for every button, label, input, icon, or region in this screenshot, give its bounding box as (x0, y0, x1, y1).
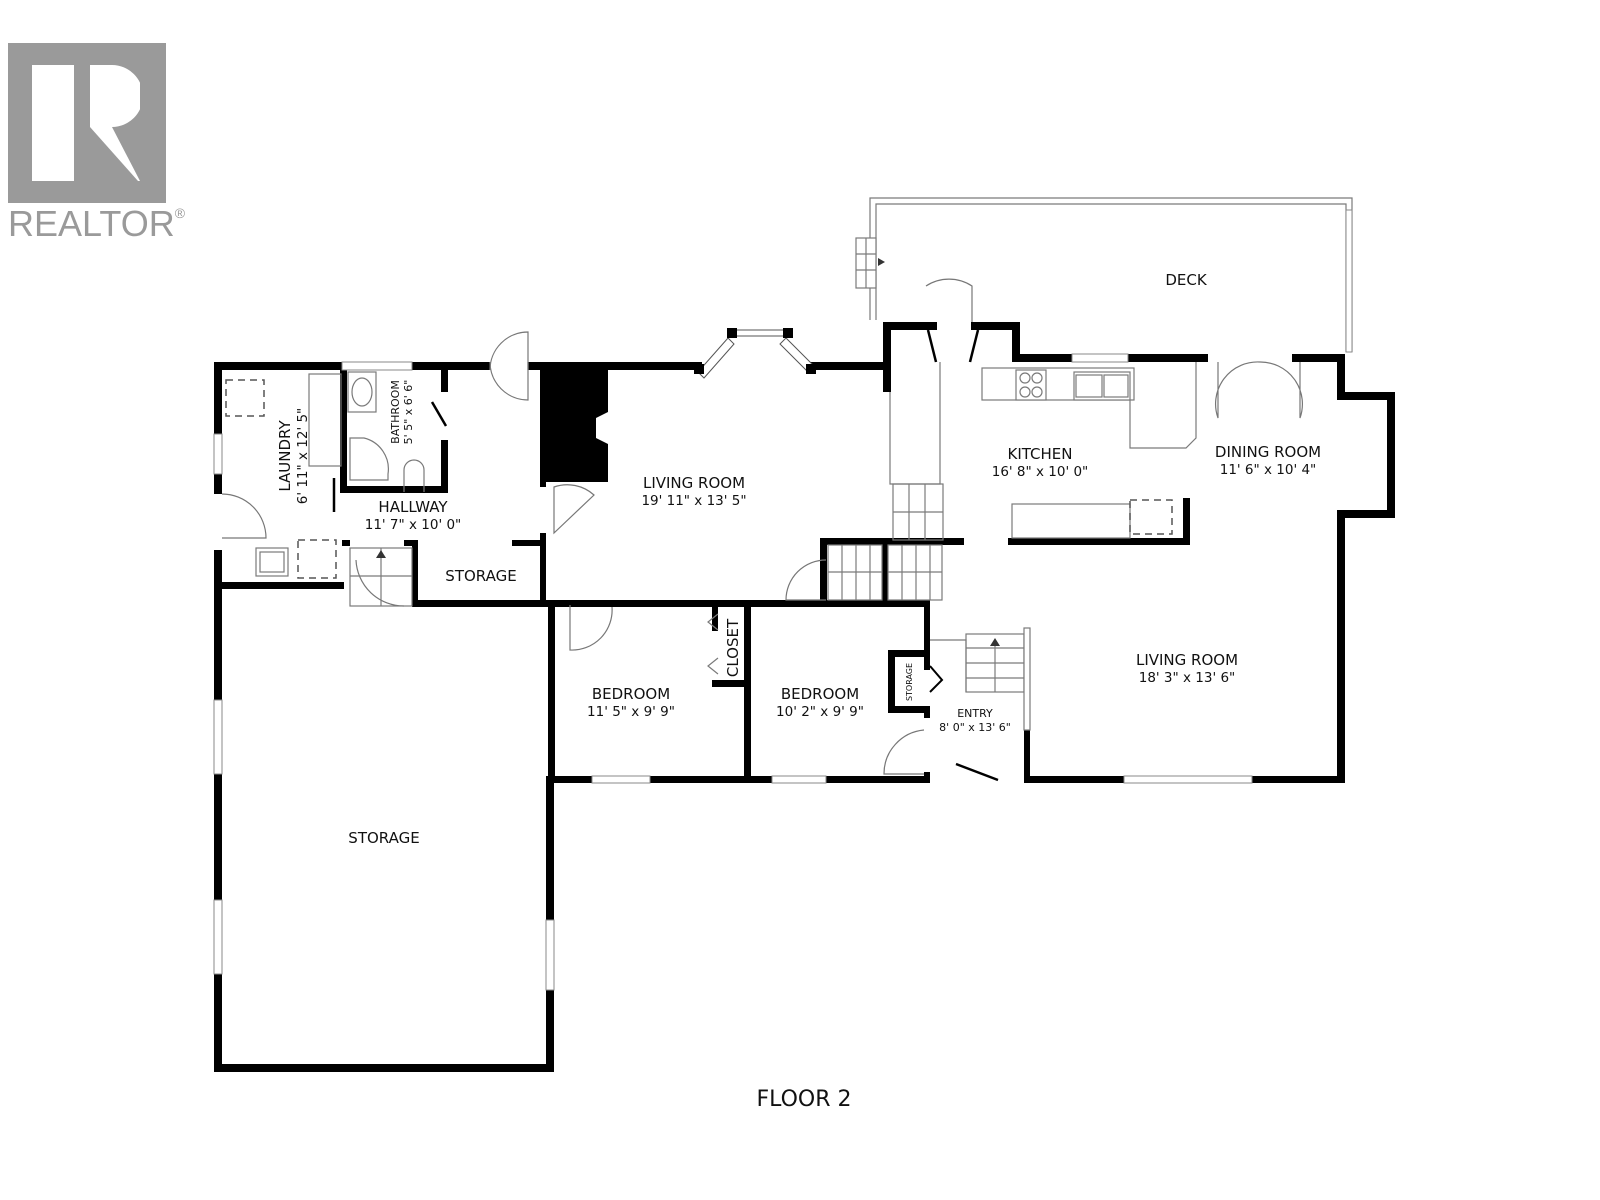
room-labels: DECK LAUNDRY 6' 11" x 12' 5" BATHROOM 5'… (276, 271, 1321, 847)
dims-laundry: 6' 11" x 12' 5" (295, 408, 311, 505)
windows (213, 209, 1353, 991)
label-storage-small: STORAGE (445, 567, 516, 585)
label-deck: DECK (1165, 271, 1208, 289)
label-bathroom: BATHROOM (389, 380, 402, 444)
label-laundry: LAUNDRY (276, 419, 294, 491)
dims-living-room-2: 18' 3" x 13' 6" (1139, 670, 1236, 686)
dims-kitchen: 16' 8" x 10' 0" (992, 464, 1089, 480)
dims-entry: 8' 0" x 13' 6" (939, 721, 1011, 734)
label-storage-entry: STORAGE (905, 663, 914, 701)
label-storage-large: STORAGE (348, 829, 419, 847)
doors (221, 278, 1303, 775)
label-entry: ENTRY (957, 707, 993, 720)
walls (214, 322, 1395, 1072)
fixtures (225, 362, 1197, 731)
dims-dining-room: 11' 6" x 10' 4" (1220, 462, 1317, 478)
label-closet: CLOSET (724, 618, 742, 677)
dims-bathroom: 5' 5" x 6' 6" (402, 380, 415, 445)
dims-hallway: 11' 7" x 10' 0" (365, 517, 462, 533)
door-leaves (332, 329, 999, 782)
realtor-logo-text: REALTOR® (8, 203, 186, 244)
dims-bedroom-1: 11' 5" x 9' 9" (587, 704, 675, 720)
label-living-room-1: LIVING ROOM (643, 474, 745, 492)
realtor-logo: REALTOR® (8, 43, 186, 244)
dims-living-room-1: 19' 11" x 13' 5" (641, 493, 746, 509)
label-hallway: HALLWAY (378, 498, 448, 516)
label-bedroom-2: BEDROOM (781, 685, 859, 703)
label-bedroom-1: BEDROOM (592, 685, 670, 703)
label-kitchen: KITCHEN (1008, 445, 1073, 463)
floor-label: FLOOR 2 (756, 1087, 851, 1112)
label-living-room-2: LIVING ROOM (1136, 651, 1238, 669)
dims-bedroom-2: 10' 2" x 9' 9" (776, 704, 864, 720)
realtor-logo-mark (8, 43, 166, 203)
label-dining-room: DINING ROOM (1215, 443, 1321, 461)
